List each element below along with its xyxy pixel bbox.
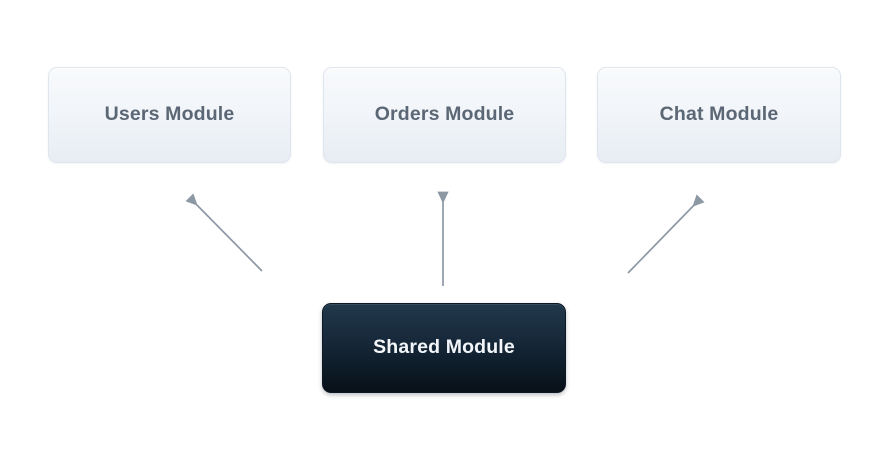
edge-shared-to-chat: [627, 194, 705, 274]
edge-shared-to-users: [185, 193, 263, 272]
node-users-module-label: Users Module: [104, 103, 235, 126]
node-shared-module[interactable]: Shared Module: [322, 303, 566, 393]
node-chat-module-label: Chat Module: [659, 103, 779, 126]
node-orders-module[interactable]: Orders Module: [323, 67, 566, 163]
node-chat-module[interactable]: Chat Module: [597, 67, 841, 163]
node-users-module[interactable]: Users Module: [48, 67, 291, 163]
node-orders-module-label: Orders Module: [374, 103, 515, 126]
node-shared-module-label: Shared Module: [373, 336, 515, 359]
